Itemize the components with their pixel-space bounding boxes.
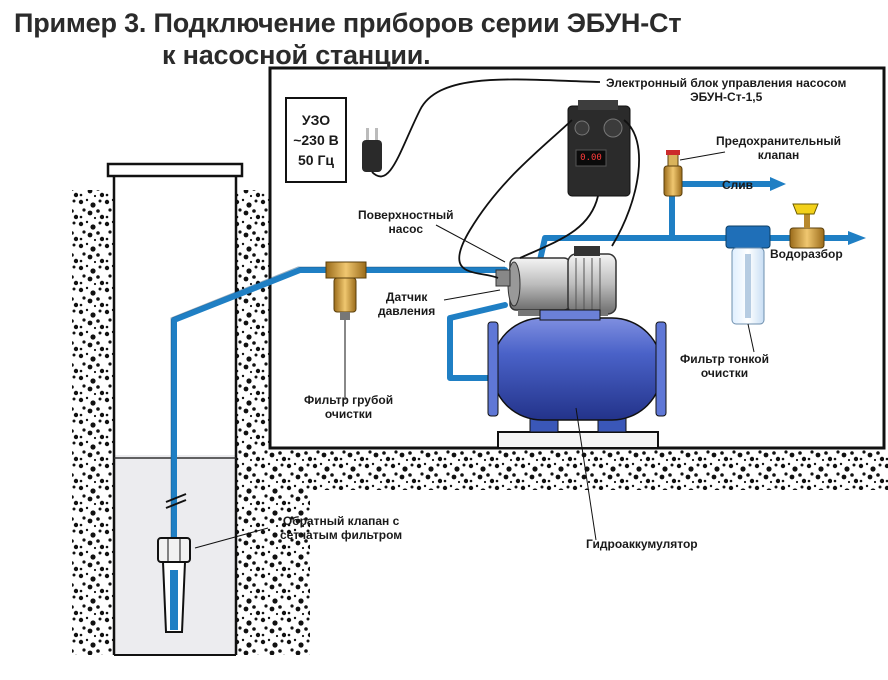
power-plug: [362, 128, 382, 172]
control-unit-label-line-2: ЭБУН-Ст-1,5: [690, 90, 763, 104]
pressure-sensor-label-line-1: Датчик: [385, 290, 428, 304]
surface-pump-label: Поверхностный насос: [358, 208, 454, 236]
soil-bottom: [270, 450, 888, 490]
control-unit-label: Электронный блок управления насосом ЭБУН…: [606, 76, 846, 104]
uzo-name: УЗО: [301, 112, 331, 128]
surface-pump-label-line-2: насос: [388, 222, 423, 236]
drain-label: Слив: [722, 178, 754, 192]
coarse-filter-label-line-1: Фильтр грубой: [304, 393, 394, 407]
control-unit: [567, 100, 631, 197]
fine-filter: [725, 225, 771, 325]
cables: [371, 78, 640, 279]
soil-middle: [236, 190, 270, 655]
safety-valve-label: Предохранительный клапан: [716, 134, 841, 162]
pipe-outline: [170, 266, 505, 630]
coarse-filter-label: Фильтр грубой очистки: [304, 393, 393, 421]
fine-filter-label-line-2: очистки: [700, 366, 749, 380]
pressure-sensor-label: Датчик давления: [378, 290, 435, 318]
drain-arrow: [770, 177, 786, 191]
uzo-voltage: ~230 В: [293, 132, 339, 148]
water-outlet-label: Водоразбор: [770, 247, 843, 261]
surface-pump-label-line-1: Поверхностный: [358, 208, 454, 222]
check-valve-label-line-2: сетчатым фильтром: [280, 528, 403, 542]
control-unit-label-line-1: Электронный блок управления насосом: [606, 76, 847, 90]
control-unit-display: 0.00: [580, 153, 602, 163]
fine-filter-label-line-1: Фильтр тонкой: [680, 352, 769, 366]
safety-valve-label-line-2: клапан: [757, 148, 800, 162]
uzo-frequency: 50 Гц: [297, 152, 334, 168]
coarse-filter-label-line-2: очистки: [324, 407, 373, 421]
faucet-valve: [789, 203, 825, 249]
accumulator-label: Гидроаккумулятор: [586, 537, 698, 551]
outlet-arrow: [848, 231, 866, 245]
check-valve-label: Обратный клапан с сетчатым фильтром: [280, 514, 402, 542]
check-valve: [157, 493, 191, 633]
surface-pump: [495, 246, 617, 316]
safety-valve-label-line-1: Предохранительный: [716, 134, 842, 148]
page-title-line-2: к насосной станции.: [162, 40, 431, 70]
uzo-box: УЗО ~230 В 50 Гц: [285, 97, 347, 183]
fine-filter-label: Фильтр тонкой очистки: [680, 352, 769, 380]
leader-lines: [194, 151, 755, 549]
accumulator-tank: [487, 309, 667, 449]
soil-lower: [270, 490, 310, 655]
pressure-sensor-label-line-2: давления: [378, 304, 436, 318]
page-title-line-1: Пример 3. Подключение приборов серии ЭБУ…: [14, 8, 682, 38]
check-valve-label-line-1: Обратный клапан с: [282, 514, 400, 528]
soil-left: [72, 190, 114, 655]
coarse-filter: [325, 261, 367, 400]
safety-valve: [663, 150, 683, 197]
